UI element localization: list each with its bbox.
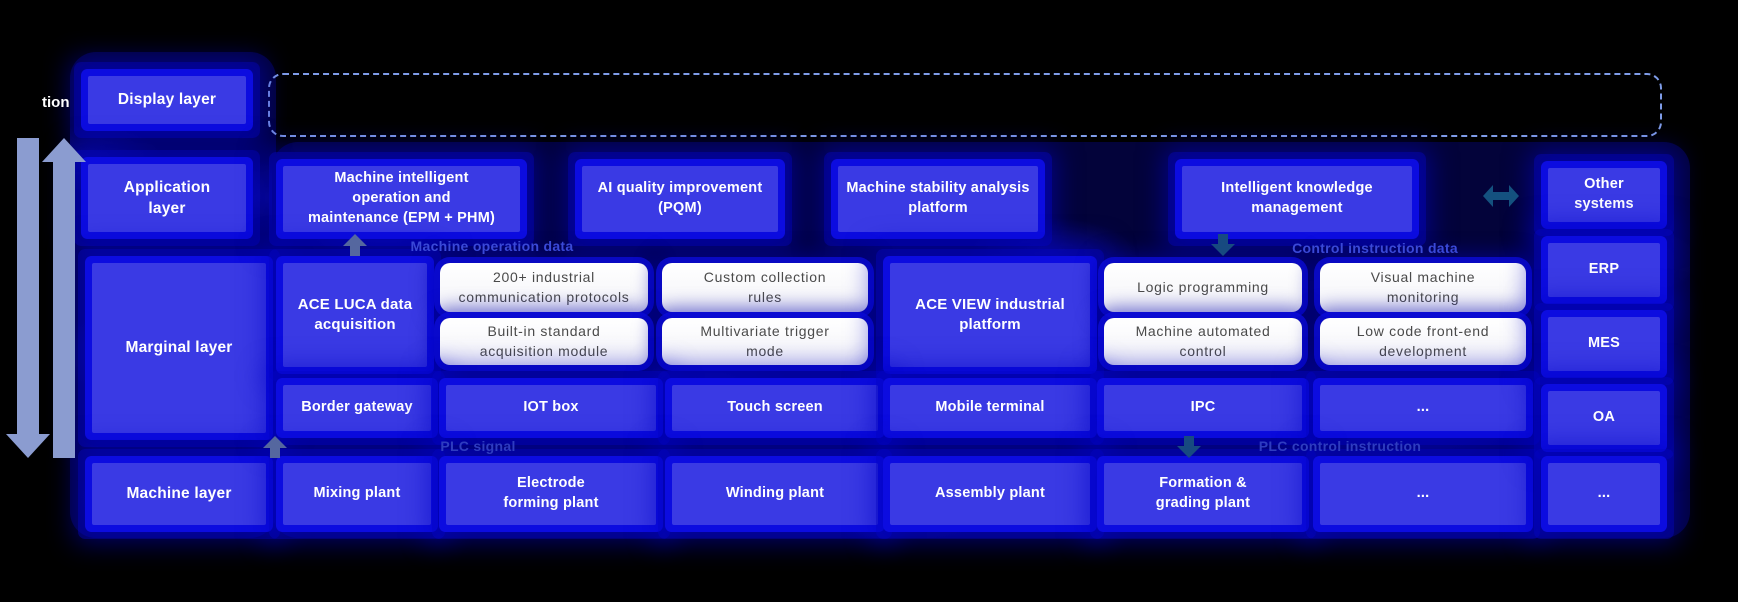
platform-pqm: AI quality improvement (PQM) (582, 166, 778, 232)
layer-label-application: Application layer (88, 164, 246, 232)
down-arrow-icon (1176, 434, 1202, 458)
ace-view-box: ACE VIEW industrial platform (890, 263, 1090, 367)
label-plc-control-instruction: PLC control instruction (1258, 438, 1422, 454)
luca-feature-builtin-module: Built-in standard acquisition module (440, 318, 648, 365)
plant-assembly: Assembly plant (890, 463, 1090, 525)
external-more: ... (1548, 463, 1660, 525)
up-arrow-icon (262, 436, 288, 460)
luca-feature-custom-rules: Custom collection rules (662, 263, 868, 312)
device-border-gateway: Border gateway (283, 385, 431, 431)
up-arrow-icon (42, 138, 86, 458)
plant-more: ... (1320, 463, 1526, 525)
platform-knowledge-management: Intelligent knowledge management (1182, 166, 1412, 232)
label-control-instruction-data: Control instruction data (1292, 240, 1458, 256)
label-machine-operation-data: Machine operation data (410, 238, 574, 254)
device-touch-screen: Touch screen (672, 385, 878, 431)
view-feature-low-code: Low code front-end development (1320, 318, 1526, 365)
external-oa: OA (1548, 391, 1660, 445)
plant-winding: Winding plant (672, 463, 878, 525)
luca-feature-protocols: 200+ industrial communication protocols (440, 263, 648, 312)
external-mes: MES (1548, 317, 1660, 371)
external-erp: ERP (1548, 243, 1660, 297)
view-feature-automated-control: Machine automated control (1104, 318, 1302, 365)
other-systems-box: Other systems (1548, 168, 1660, 222)
layer-label-marginal: Marginal layer (92, 263, 266, 433)
device-more: ... (1320, 385, 1526, 431)
label-plc-signal: PLC signal (440, 438, 516, 454)
layer-label-display: Display layer (88, 76, 246, 124)
plant-formation-grading: Formation & grading plant (1104, 463, 1302, 525)
ace-luca-box: ACE LUCA data acquisition (283, 263, 427, 367)
down-arrow-icon (6, 138, 50, 458)
device-iot-box: IOT box (446, 385, 656, 431)
bidirectional-arrow-icon (1483, 185, 1519, 207)
plant-electrode-forming: Electrode forming plant (446, 463, 656, 525)
device-ipc: IPC (1104, 385, 1302, 431)
layer-label-machine: Machine layer (92, 463, 266, 525)
device-mobile-terminal: Mobile terminal (890, 385, 1090, 431)
down-arrow-icon (1210, 232, 1236, 256)
display-layer-dashed-outline (268, 73, 1662, 137)
plant-mixing: Mixing plant (283, 463, 431, 525)
clipped-text-fragment: tion (42, 94, 70, 111)
up-arrow-icon (342, 234, 368, 258)
view-feature-logic-programming: Logic programming (1104, 263, 1302, 312)
view-feature-visual-monitoring: Visual machine monitoring (1320, 263, 1526, 312)
platform-stability-analysis: Machine stability analysis platform (838, 166, 1038, 232)
luca-feature-trigger-mode: Multivariate trigger mode (662, 318, 868, 365)
platform-epm-phm: Machine intelligent operation and mainte… (283, 166, 520, 232)
